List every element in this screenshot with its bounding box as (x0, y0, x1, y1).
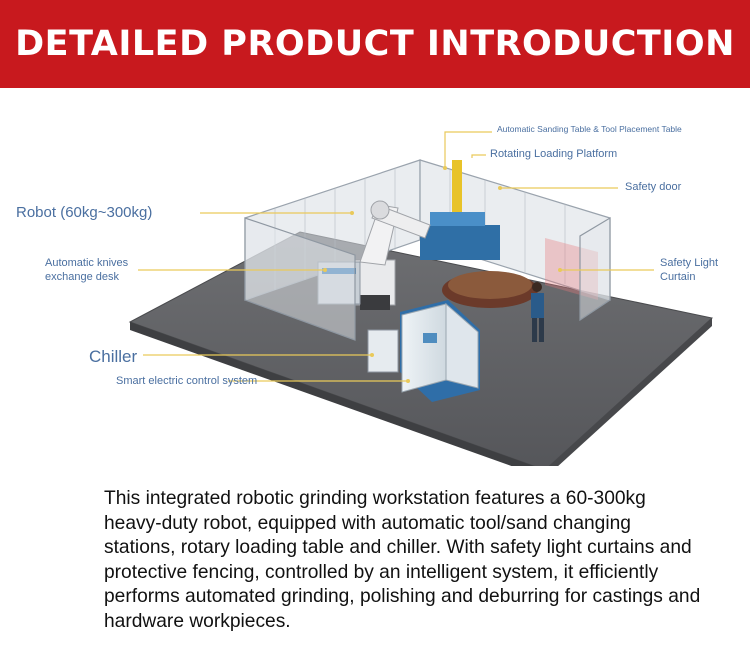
chiller-unit (367, 329, 399, 373)
product-description: This integrated robotic grinding worksta… (104, 488, 701, 632)
callout-light-curtain-line2: Curtain (660, 271, 696, 283)
callout-sanding-table: Automatic Sanding Table & Tool Placement… (497, 124, 682, 134)
callout-control-system: Smart electric control system (116, 375, 258, 387)
title-banner: DETAILED PRODUCT INTRODUCTION (0, 0, 750, 88)
control-cabinet (400, 300, 480, 402)
front-fence (244, 216, 611, 341)
callout-leaders (138, 131, 654, 382)
callout-chiller: Chiller (89, 347, 138, 366)
callout-loading-platform: Rotating Loading Platform (490, 148, 618, 160)
page-title: DETAILED PRODUCT INTRODUCTION (15, 24, 735, 64)
callout-knives-desk-line1: Automatic knives (45, 257, 129, 269)
operator-figure (531, 282, 544, 342)
callout-robot: Robot (60kg~300kg) (16, 204, 153, 221)
floor-edge (130, 322, 545, 478)
workstation-drawing (128, 131, 714, 478)
callout-safety-door: Safety door (625, 181, 682, 193)
leader-dots (323, 166, 562, 383)
workstation-illustration: Automatic Sanding Table & Tool Placement… (0, 96, 750, 478)
floor-edge-right (545, 318, 712, 478)
callout-knives-desk-line2: exchange desk (45, 271, 119, 283)
safety-door-frame (452, 160, 462, 235)
callout-light-curtain-line1: Safety Light (660, 257, 719, 269)
